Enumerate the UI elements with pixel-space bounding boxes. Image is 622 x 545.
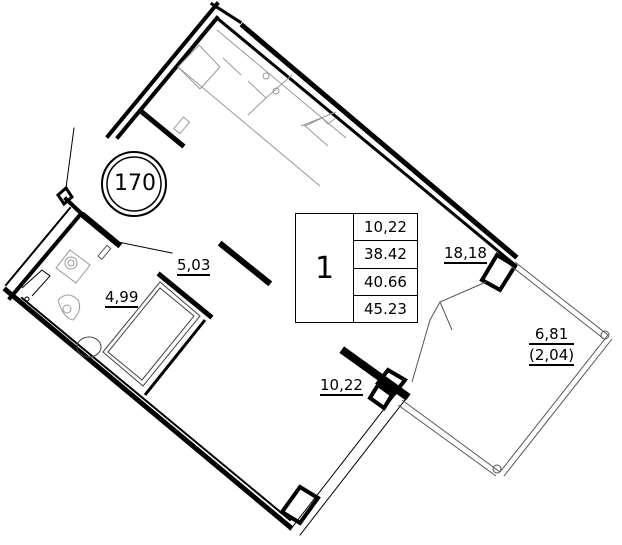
balcony-area-label: 6,81 (2,04) [529,327,575,369]
summary-total-with-balcony: 45.23 [364,299,407,318]
summary-total-area: 40.66 [354,269,417,296]
bathroom-area-label: 4,99 [105,288,139,308]
kitchen-fixtures [173,29,347,187]
apartment-number-label: 170 [114,171,156,196]
rooms-count: 1 [296,214,354,322]
balcony-reduced-area: (2,04) [529,346,575,366]
balcony-area: 6,81 [529,327,575,345]
summary-table: 1 10,22 38.42 40.66 45.23 [295,213,418,323]
kitchen-area-label: 10,22 [320,376,363,396]
hallway-area-label: 5,03 [177,256,211,276]
summary-kitchen-area: 10,22 [354,214,417,242]
balcony-outline [397,261,613,477]
apartment-marker-circle [101,151,167,217]
living-room-area-label: 18,18 [444,244,487,264]
summary-living-area: 38.42 [354,241,417,269]
bathroom-fixtures [21,244,207,396]
exterior-walls [2,1,519,536]
